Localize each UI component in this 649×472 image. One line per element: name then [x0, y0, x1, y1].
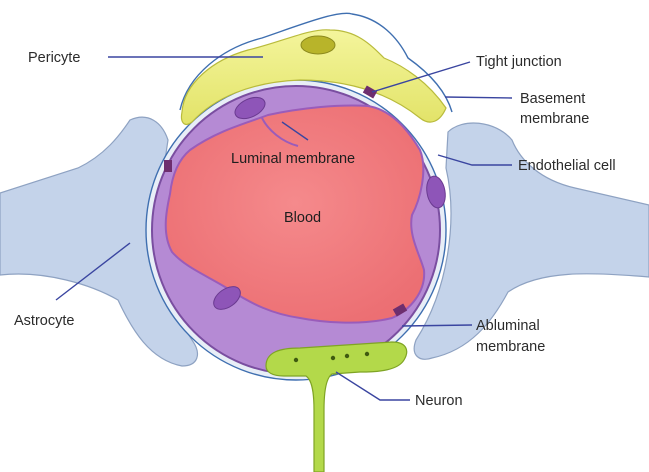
label-neuron: Neuron	[415, 393, 463, 409]
neuron-terminal	[266, 342, 407, 472]
label-pericyte: Pericyte	[28, 50, 80, 66]
label-blood: Blood	[284, 210, 321, 226]
leader-basement	[445, 97, 512, 98]
neuron-vesicle	[345, 354, 349, 358]
label-astrocyte: Astrocyte	[14, 313, 74, 329]
pericyte-nucleus	[301, 36, 335, 54]
label-abluminal-line1: Abluminal	[476, 318, 540, 334]
leader-neuron	[336, 372, 410, 400]
neuron-vesicle	[365, 352, 369, 356]
label-abluminal-line2: membrane	[476, 339, 545, 355]
label-tight-junction: Tight junction	[476, 54, 562, 70]
label-endothelial-cell: Endothelial cell	[518, 158, 616, 174]
neuron-vesicle	[331, 356, 335, 360]
label-basement-line2: membrane	[520, 111, 589, 127]
label-luminal-membrane: Luminal membrane	[231, 151, 355, 167]
neuron-vesicle	[294, 358, 298, 362]
tight-junction-marker	[164, 160, 172, 172]
leader-abluminal	[402, 325, 472, 326]
label-basement-line1: Basement	[520, 91, 585, 107]
